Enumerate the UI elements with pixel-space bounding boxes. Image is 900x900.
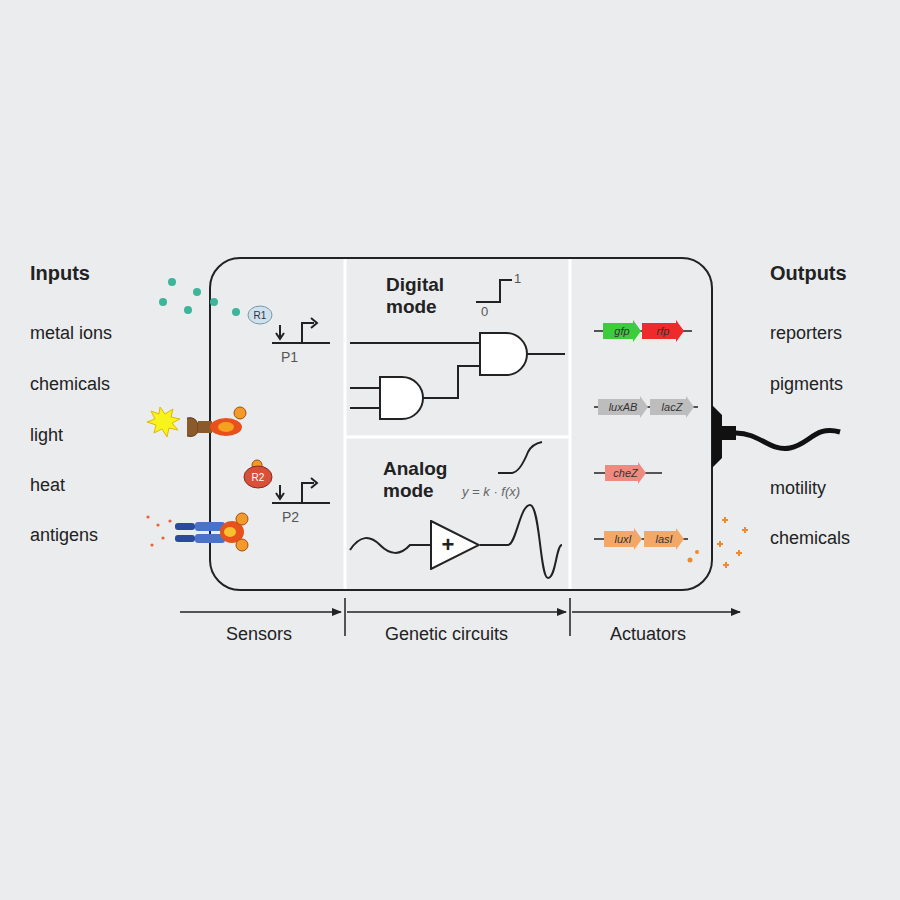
input-label: light bbox=[30, 425, 63, 446]
node-outline bbox=[431, 521, 479, 569]
regulator-r1: R1 bbox=[247, 305, 273, 325]
input-label: chemicals bbox=[30, 374, 110, 395]
power-plug bbox=[712, 405, 840, 468]
heading: Inputs bbox=[30, 262, 90, 285]
node-outline bbox=[642, 320, 684, 342]
input-label: metal ions bbox=[30, 323, 112, 344]
output-label: pigments bbox=[770, 374, 843, 395]
analog-panel: Analog mode + bbox=[346, 438, 569, 589]
gene-arrow: cheZ bbox=[605, 462, 646, 484]
node-outline bbox=[605, 462, 646, 484]
node-outline bbox=[650, 396, 694, 418]
dna-lines bbox=[594, 331, 698, 539]
input-label: heat bbox=[30, 475, 65, 496]
gene-arrow: luxAB bbox=[598, 396, 648, 418]
promoter-label: P2 bbox=[282, 509, 299, 525]
cell-outline bbox=[210, 258, 712, 590]
logic-level: 1 bbox=[514, 272, 521, 287]
stage-label: Sensors bbox=[226, 624, 292, 645]
gene-name: lasI bbox=[655, 533, 672, 545]
output-label: chemicals bbox=[770, 528, 850, 549]
mode-title: Analog mode bbox=[383, 458, 465, 502]
output-label: reporters bbox=[770, 323, 842, 344]
triangle-shape bbox=[430, 520, 480, 570]
regulator-r2: R2 bbox=[243, 465, 273, 489]
stage-label: Genetic circuits bbox=[385, 624, 508, 645]
heading: Outputs bbox=[770, 262, 847, 285]
input-label: antigens bbox=[30, 525, 98, 546]
logic-circuit bbox=[350, 280, 565, 419]
promoter-label: P1 bbox=[281, 349, 298, 365]
amplifier-circuit bbox=[350, 442, 562, 578]
node-outline bbox=[248, 306, 272, 324]
gene-arrow: gfp bbox=[603, 320, 641, 342]
gene-arrow: rfp bbox=[642, 320, 684, 342]
mode-title: Digital mode bbox=[386, 274, 468, 318]
promoter-symbols bbox=[272, 318, 330, 503]
node-outline bbox=[644, 528, 684, 550]
node-outline bbox=[603, 320, 641, 342]
output-label: motility bbox=[770, 478, 826, 499]
gene-arrow: luxI bbox=[604, 528, 642, 550]
digital-panel: Digital mode bbox=[346, 260, 569, 436]
panel-dividers bbox=[345, 259, 570, 589]
gene-name: lacZ bbox=[662, 401, 683, 413]
node-outline bbox=[244, 466, 272, 488]
metal-ions bbox=[159, 278, 262, 317]
antigen-receptor bbox=[146, 513, 248, 551]
gene-arrow: lacZ bbox=[650, 396, 694, 418]
gene-name: luxAB bbox=[609, 401, 638, 413]
node-text: + bbox=[442, 533, 455, 557]
gene-name: rfp bbox=[657, 325, 670, 337]
node-text: R2 bbox=[252, 472, 265, 483]
gene-name: cheZ bbox=[613, 467, 637, 479]
node-text: R1 bbox=[254, 310, 267, 321]
logic-level: 0 bbox=[481, 305, 488, 320]
stage-label: Actuators bbox=[610, 624, 686, 645]
node-outline bbox=[598, 396, 648, 418]
output-molecules bbox=[688, 517, 749, 568]
light-receptor bbox=[147, 407, 246, 437]
gene-arrow: lasI bbox=[644, 528, 684, 550]
gene-name: luxI bbox=[614, 533, 631, 545]
transfer-function: y = k · f(x) bbox=[462, 485, 520, 500]
gene-name: gfp bbox=[614, 325, 629, 337]
amplifier-triangle: + bbox=[430, 520, 480, 570]
node-outline bbox=[604, 528, 642, 550]
